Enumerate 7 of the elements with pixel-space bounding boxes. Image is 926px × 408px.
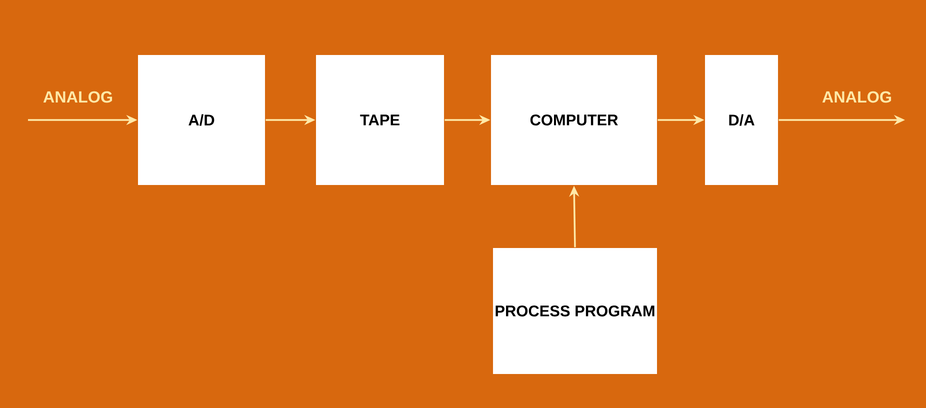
process-box: D/A bbox=[705, 54, 778, 185]
edge-label: ANALOG bbox=[822, 91, 892, 103]
edge-label: ANALOG bbox=[43, 91, 112, 103]
process-box: TAPE bbox=[316, 54, 444, 185]
process-box: PROCESS PROGRAM bbox=[493, 248, 657, 374]
process-box: A/D bbox=[138, 54, 265, 185]
process-box: COMPUTER bbox=[491, 54, 657, 185]
